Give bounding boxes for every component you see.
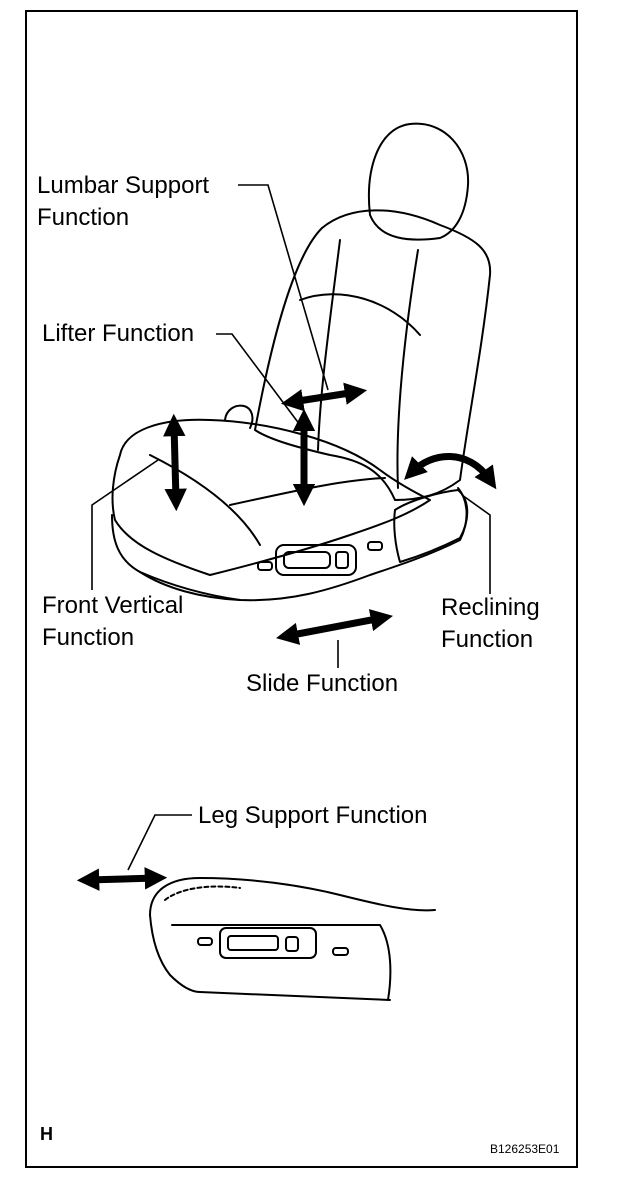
- label-slide: Slide Function: [246, 670, 399, 697]
- arrow-lumbar: [280, 382, 368, 412]
- seat-illustration: [111, 122, 492, 602]
- switch-panel: [275, 544, 357, 576]
- motion-arrows: [76, 382, 497, 891]
- seat-cushion: [111, 418, 431, 576]
- arrow-reclining: [404, 453, 497, 490]
- leader-leg: [127, 814, 192, 871]
- diagram-frame: [25, 10, 578, 1168]
- leader-front-vertical: [91, 459, 159, 590]
- leader-reclining: [461, 494, 491, 594]
- figure-code: B126253E01: [490, 1142, 560, 1156]
- belt-buckle: [224, 404, 254, 429]
- leader-lifter: [216, 333, 301, 426]
- arrow-front-vertical: [163, 413, 187, 512]
- corner-letter: H: [40, 1124, 53, 1144]
- headrest: [368, 122, 470, 241]
- leader-lumbar: [238, 184, 329, 391]
- label-reclining-line1: Reclining: [441, 594, 540, 621]
- arrow-leg-support: [76, 867, 168, 891]
- label-lifter: Lifter Function: [42, 320, 195, 347]
- leg-support-illustration: [149, 877, 436, 1001]
- label-lumbar-support-line2: Function: [37, 204, 130, 231]
- leader-lines: [91, 184, 491, 871]
- label-front-vertical-line2: Function: [42, 624, 135, 651]
- label-reclining-line2: Function: [441, 626, 534, 653]
- label-front-vertical-line1: Front Vertical: [42, 592, 184, 619]
- label-lumbar-support-line1: Lumbar Support: [37, 172, 210, 199]
- arrow-slide: [275, 609, 394, 645]
- leg-switch-panel: [219, 927, 317, 959]
- label-leg-support: Leg Support Function: [198, 802, 428, 829]
